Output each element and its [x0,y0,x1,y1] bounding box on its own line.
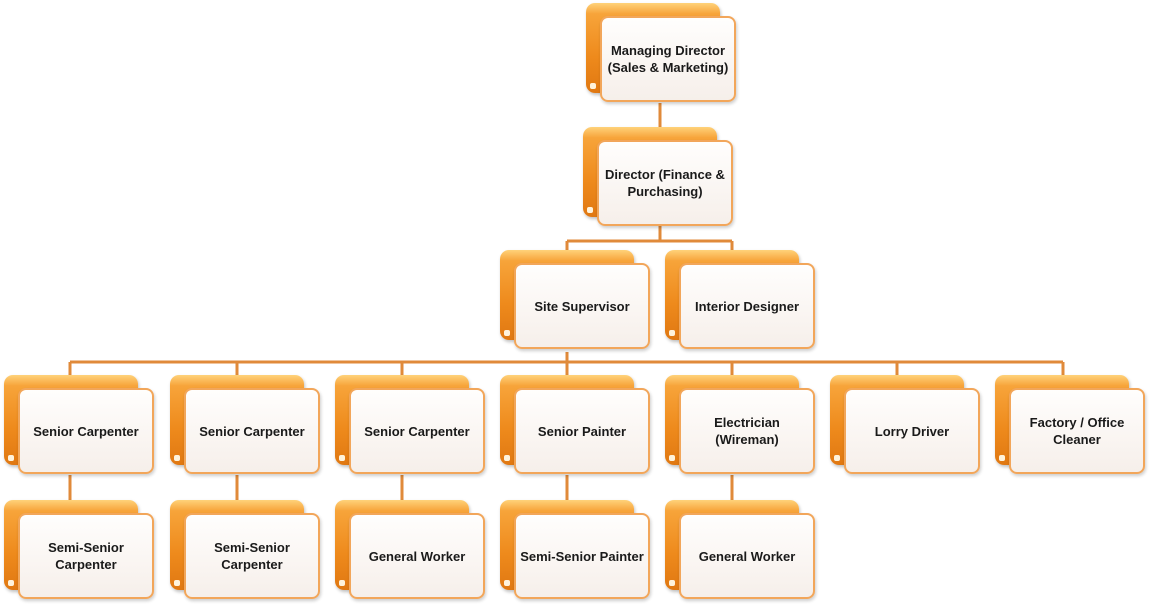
node-general-worker[interactable]: General Worker [335,500,487,600]
node-label: Site Supervisor [514,263,650,349]
node-managing-director[interactable]: Managing Director (Sales & Marketing) [586,3,738,103]
node-semi-senior-carpenter[interactable]: Semi-Senior Carpenter [170,500,322,600]
node-label: Lorry Driver [844,388,980,474]
node-electrician[interactable]: Electrician (Wireman) [665,375,817,475]
node-senior-carpenter[interactable]: Senior Carpenter [170,375,322,475]
node-label: Electrician (Wireman) [679,388,815,474]
node-label: Director (Finance & Purchasing) [597,140,733,226]
node-factory-office-cleaner[interactable]: Factory / Office Cleaner [995,375,1147,475]
node-label: Semi-Senior Painter [514,513,650,599]
node-label: General Worker [679,513,815,599]
node-interior-designer[interactable]: Interior Designer [665,250,817,350]
node-senior-carpenter[interactable]: Senior Carpenter [4,375,156,475]
node-label: Managing Director (Sales & Marketing) [600,16,736,102]
node-site-supervisor[interactable]: Site Supervisor [500,250,652,350]
node-label: Semi-Senior Carpenter [184,513,320,599]
node-senior-carpenter[interactable]: Senior Carpenter [335,375,487,475]
node-senior-painter[interactable]: Senior Painter [500,375,652,475]
node-label: Senior Carpenter [184,388,320,474]
node-label: Senior Carpenter [18,388,154,474]
node-label: Senior Carpenter [349,388,485,474]
node-label: General Worker [349,513,485,599]
node-label: Semi-Senior Carpenter [18,513,154,599]
node-semi-senior-carpenter[interactable]: Semi-Senior Carpenter [4,500,156,600]
node-label: Interior Designer [679,263,815,349]
node-director[interactable]: Director (Finance & Purchasing) [583,127,735,227]
node-label: Factory / Office Cleaner [1009,388,1145,474]
node-lorry-driver[interactable]: Lorry Driver [830,375,982,475]
node-general-worker[interactable]: General Worker [665,500,817,600]
node-semi-senior-painter[interactable]: Semi-Senior Painter [500,500,652,600]
node-label: Senior Painter [514,388,650,474]
